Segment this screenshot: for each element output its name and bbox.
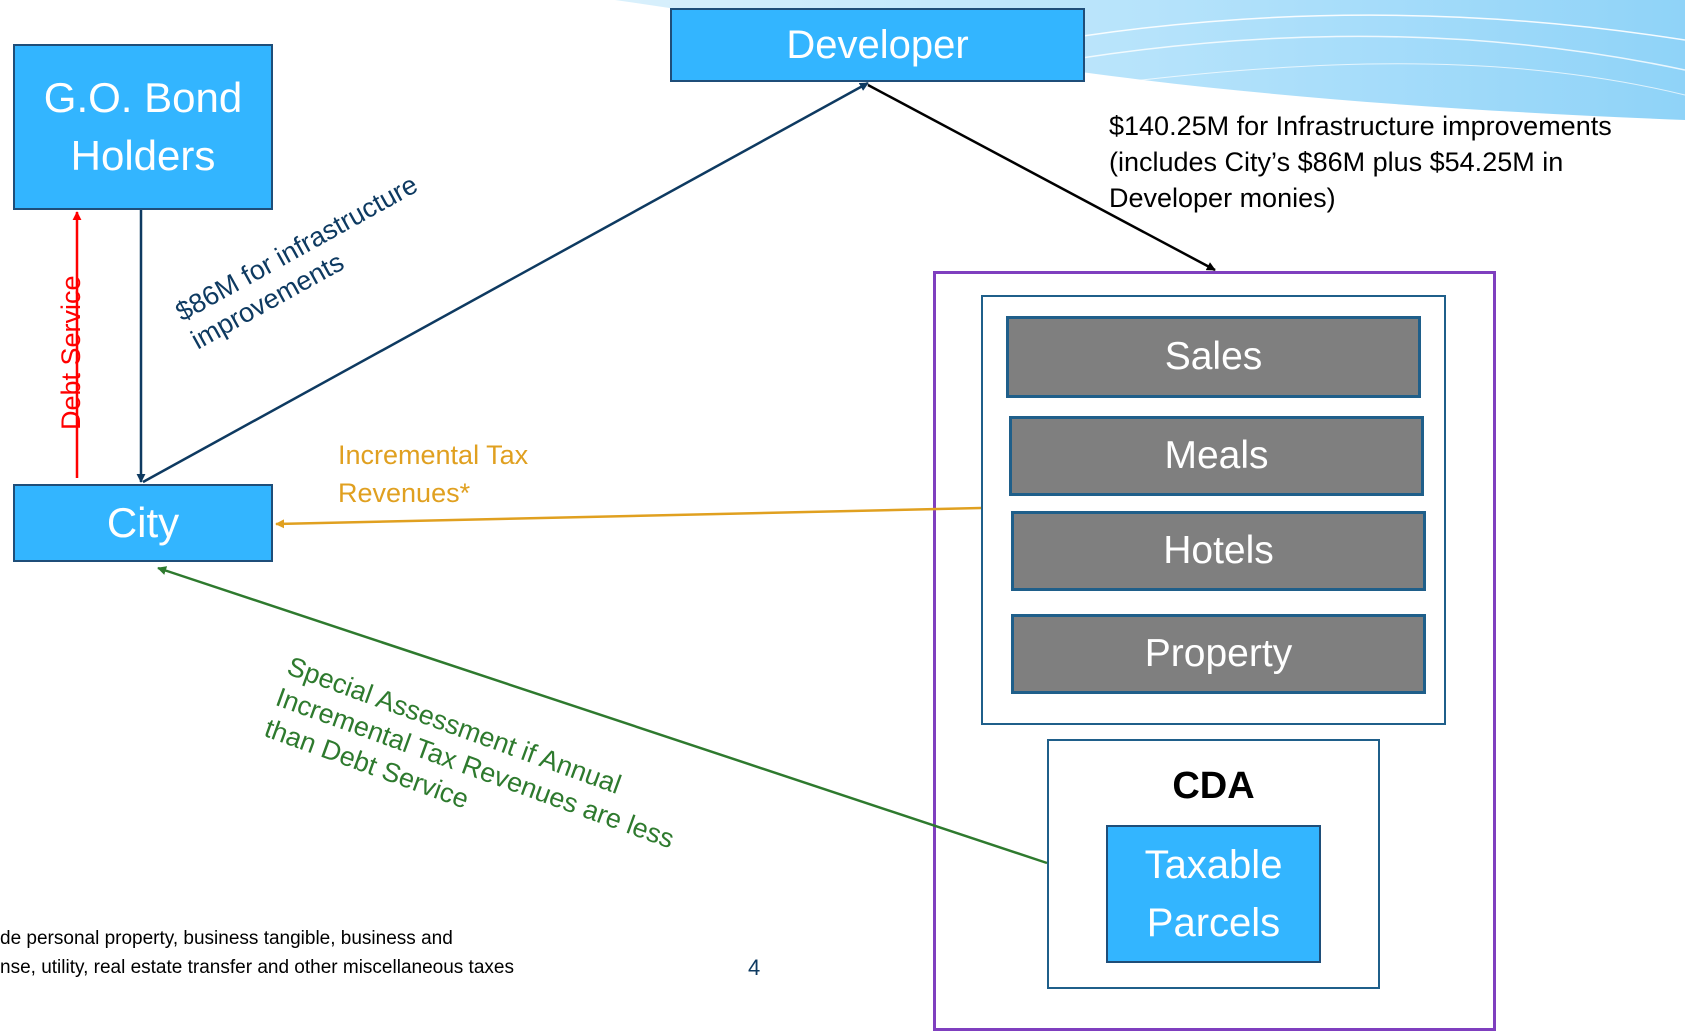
meals-tax-box: Meals <box>1009 416 1424 496</box>
go-bond-holders-box: G.O. Bond Holders <box>13 44 273 210</box>
page-number: 4 <box>748 955 761 980</box>
footnote-line-1: de personal property, business tangible,… <box>0 928 453 949</box>
developer-box: Developer <box>670 8 1085 82</box>
taxable-parcels-label: Taxable Parcels <box>1144 843 1283 945</box>
developer-label: Developer <box>786 22 969 67</box>
connectors <box>72 81 1216 865</box>
arrow-city-to-developer <box>142 81 869 484</box>
hotels-label: Hotels <box>1163 529 1274 572</box>
go-bond-holders-label: G.O. Bond Holders <box>43 74 243 179</box>
hotels-tax-box: Hotels <box>1011 511 1426 591</box>
property-tax-box: Property <box>1011 614 1426 694</box>
arrow-developer-to-cda <box>867 83 1216 272</box>
sales-label: Sales <box>1164 335 1263 378</box>
footnote-line-2: nse, utility, real estate transfer and o… <box>0 957 514 978</box>
property-label: Property <box>1144 632 1293 675</box>
city-label: City <box>106 499 180 546</box>
cda-group: CDA <box>1047 739 1380 989</box>
city-box: City <box>13 484 273 562</box>
taxable-parcels-box: Taxable Parcels <box>1106 825 1321 963</box>
cda-label: CDA <box>1172 765 1255 807</box>
tax-categories-group <box>981 295 1446 725</box>
sales-tax-box: Sales <box>1006 316 1421 398</box>
debt-service-label: Debt Service <box>56 275 86 430</box>
arrow-incremental-tax <box>275 506 982 529</box>
arrow-special-assessment <box>157 566 1048 865</box>
developer-to-cda-label: $140.25M for Infrastructure improvements… <box>1109 111 1612 213</box>
incremental-tax-label: Incremental Tax Revenues* <box>338 440 529 508</box>
meals-label: Meals <box>1164 434 1269 477</box>
